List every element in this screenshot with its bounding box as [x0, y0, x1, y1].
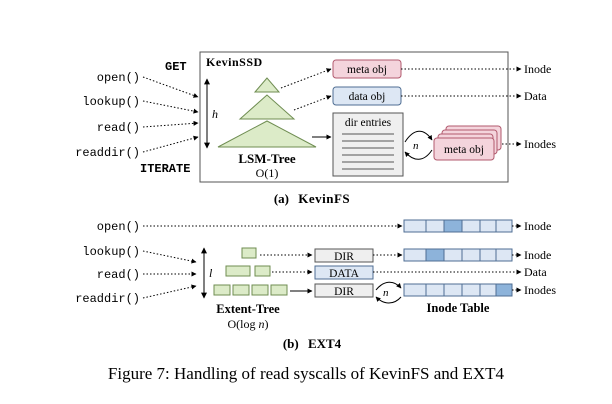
subcaption-a: (a) KevinFS — [274, 191, 350, 206]
meta-stack-front — [433, 137, 495, 161]
extent-tree-label: Extent-Tree — [216, 302, 280, 316]
iterate-label: ITERATE — [140, 162, 190, 176]
complexity-var: n — [259, 317, 265, 331]
call-read-b: read() — [97, 268, 140, 282]
call-open-a: open() — [97, 71, 140, 85]
n-arrow-bottom-b — [375, 296, 402, 304]
inode-table-row-1 — [403, 219, 513, 233]
dir-label-1: DIR — [334, 251, 354, 263]
subcaption-b: (b) EXT4 — [283, 336, 342, 351]
panel-b: open() lookup() read() readdir() l Exten… — [75, 219, 556, 351]
n-label-a: n — [413, 140, 419, 152]
subcaption-b-name: EXT4 — [308, 336, 342, 351]
kevinssd-title: KevinSSD — [206, 55, 263, 69]
data-label: DATA — [329, 268, 359, 280]
complexity-suffix: ) — [265, 317, 269, 331]
lsm-label: LSM-Tree — [238, 151, 296, 166]
call-lookup-b: lookup() — [82, 245, 140, 259]
meta-obj-label: meta obj — [347, 64, 387, 76]
figure-caption: Figure 7: Handling of read syscalls of K… — [107, 364, 505, 383]
n-label-b: n — [383, 287, 389, 299]
meta-stack-label: meta obj — [444, 144, 484, 156]
dir-arrows — [373, 252, 522, 275]
l-label: l — [209, 266, 213, 280]
extent-leaf-1 — [213, 284, 231, 296]
extent-node-mid-2 — [254, 265, 271, 277]
h-label: h — [212, 107, 218, 121]
panel-a: open() lookup() read() readdir() GET ITE… — [75, 51, 556, 206]
output-arrows-b — [512, 223, 522, 293]
n-arrow-top-b — [375, 281, 402, 291]
lsm-level-2 — [238, 94, 296, 120]
get-label: GET — [165, 60, 187, 74]
extent-node-mid-1 — [225, 265, 251, 277]
dir-entries-box — [332, 112, 404, 177]
n-arrow-bottom — [404, 149, 433, 160]
extent-tree-complexity: O(log n) — [228, 317, 269, 331]
call-read-a: read() — [97, 121, 140, 135]
call-readdir-a: readdir() — [75, 146, 140, 160]
target-data-b: Data — [524, 265, 547, 279]
extent-tree-blocks — [213, 247, 288, 296]
lsm-level-3 — [217, 120, 317, 148]
n-arrow-top — [404, 130, 433, 143]
dir-entries-label: dir entries — [345, 117, 392, 129]
subcaption-a-prefix: (a) — [274, 191, 289, 206]
output-arrows-a — [401, 66, 522, 147]
inode-table-row-2 — [403, 248, 513, 262]
data-obj-label: data obj — [349, 91, 386, 103]
tree-arrows — [260, 252, 313, 294]
target-data-a: Data — [524, 89, 547, 103]
inode-table-row-3 — [403, 283, 513, 297]
dir-box-2 — [314, 283, 374, 298]
call-open-b: open() — [97, 220, 140, 234]
lsm-level-1 — [253, 77, 281, 93]
call-arrows-a — [142, 76, 199, 153]
target-inodes-b: Inodes — [524, 283, 556, 297]
dir-entry-lines — [342, 133, 394, 170]
subcaption-b-prefix: (b) — [283, 336, 299, 351]
lsm-arrows — [280, 68, 332, 140]
target-inode-b2: Inode — [524, 248, 551, 262]
extent-leaf-2 — [232, 284, 250, 296]
subcaption-a-name: KevinFS — [298, 191, 350, 206]
extent-node-root — [241, 247, 257, 259]
extent-leaf-4 — [270, 284, 288, 296]
dir-label-2: DIR — [334, 286, 354, 298]
call-arrows-b — [142, 223, 403, 299]
target-inodes-a: Inodes — [524, 137, 556, 151]
target-inode-b1: Inode — [524, 219, 551, 233]
target-inode-a: Inode — [524, 62, 551, 76]
lsm-complexity: O(1) — [256, 166, 279, 180]
inode-table-label: Inode Table — [427, 301, 490, 315]
call-lookup-a: lookup() — [82, 95, 140, 109]
extent-leaf-3 — [251, 284, 269, 296]
complexity-prefix: O(log — [228, 317, 259, 331]
call-readdir-b: readdir() — [75, 292, 140, 306]
